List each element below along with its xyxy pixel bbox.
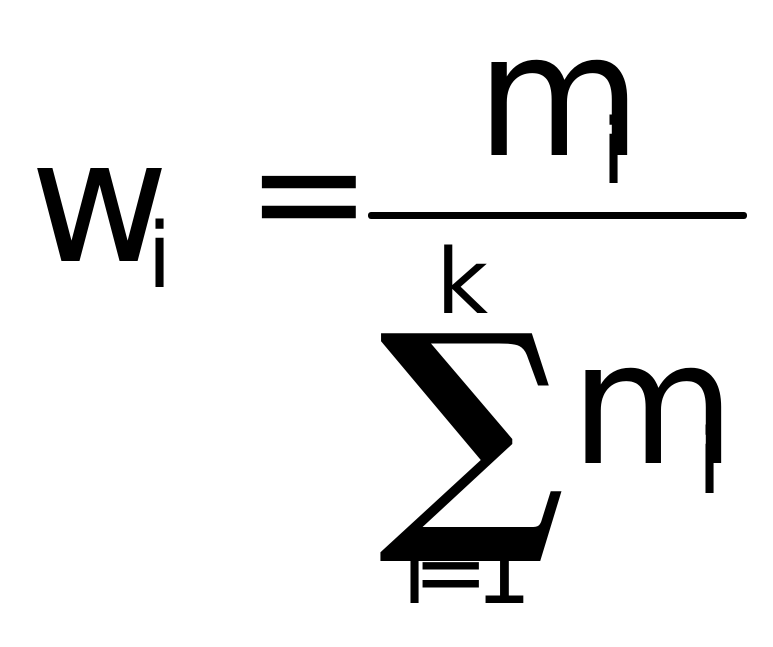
numerator-subscript: i [601, 100, 627, 205]
fraction-bar [368, 212, 747, 219]
numerator-variable: m [476, 0, 642, 196]
summation-sigma-icon: ∑ [378, 278, 567, 572]
summation-upper-limit: k [436, 230, 489, 335]
equals-sign: = [246, 106, 372, 280]
denominator-variable: m [570, 306, 736, 504]
denominator-subscript: i [697, 410, 723, 515]
lhs-variable: w [30, 104, 170, 302]
lhs-subscript: i [147, 204, 173, 309]
summation-lower-limit: i=1 [402, 520, 532, 625]
